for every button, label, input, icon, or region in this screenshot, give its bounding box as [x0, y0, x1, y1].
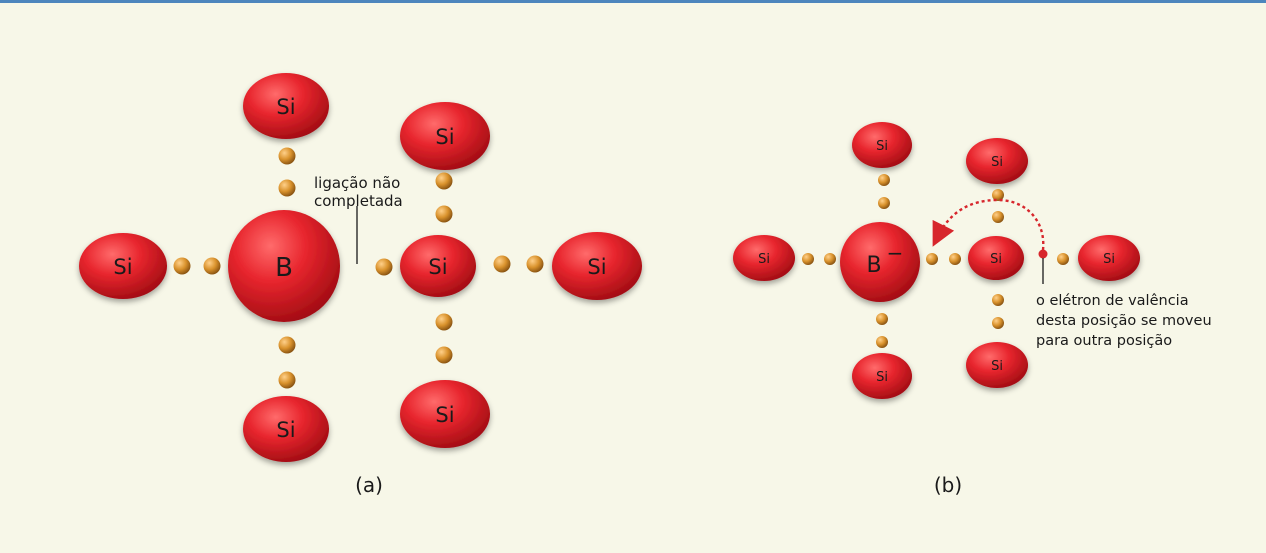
electron	[435, 313, 453, 331]
panel-b: Si Si Si Si Si Si Si B −	[733, 122, 1212, 497]
si-label: Si	[435, 403, 454, 427]
electron	[878, 197, 890, 209]
electron	[203, 257, 221, 275]
si-atom	[968, 236, 1024, 280]
si-label: Si	[876, 370, 888, 385]
electron	[992, 211, 1004, 223]
electron	[876, 336, 888, 348]
electron	[375, 258, 393, 276]
si-label: Si	[435, 125, 454, 149]
si-atom	[966, 138, 1028, 184]
si-label: Si	[991, 155, 1003, 170]
electron	[878, 174, 890, 186]
electron	[435, 172, 453, 190]
electron	[992, 317, 1004, 329]
electron	[949, 253, 961, 265]
si-label: Si	[1103, 252, 1115, 267]
si-label: Si	[990, 252, 1002, 267]
electron-pairs	[802, 174, 1069, 348]
electron-move-arrow	[932, 198, 1045, 251]
electron	[1057, 253, 1069, 265]
si-atom	[552, 232, 642, 300]
caption-a: (a)	[355, 473, 383, 497]
top-rule	[0, 0, 1266, 3]
si-label: Si	[758, 252, 770, 267]
electron	[278, 179, 296, 197]
si-label: Si	[876, 139, 888, 154]
electron	[435, 346, 453, 364]
electron	[278, 336, 296, 354]
electron	[992, 189, 1004, 201]
electron	[824, 253, 836, 265]
si-atom	[243, 396, 329, 462]
si-label: Si	[991, 359, 1003, 374]
electron	[278, 147, 296, 165]
annotation-line: para outra posição	[1036, 333, 1172, 349]
electron-pairs	[173, 147, 544, 389]
boron-ion-atom	[840, 222, 920, 302]
electron	[926, 253, 938, 265]
caption-b: (b)	[934, 473, 962, 497]
si-atom	[400, 102, 490, 170]
annotation-line: desta posição se moveu	[1036, 313, 1212, 329]
boron-atom	[228, 210, 340, 322]
panel-a: Si Si Si Si Si Si Si B	[79, 73, 642, 497]
electron	[876, 313, 888, 325]
electron	[435, 205, 453, 223]
vacancy-dot	[1038, 249, 1048, 259]
si-atom	[400, 380, 490, 448]
annotation-line: o elétron de valência	[1036, 293, 1189, 309]
si-atom	[243, 73, 329, 139]
boron-ion-label: B	[866, 253, 881, 278]
electron	[493, 255, 511, 273]
electron	[173, 257, 191, 275]
si-label: Si	[428, 255, 447, 279]
si-atom	[79, 233, 167, 299]
electron	[526, 255, 544, 273]
electron	[802, 253, 814, 265]
si-label: Si	[276, 418, 295, 442]
electron	[278, 371, 296, 389]
si-label: Si	[113, 255, 132, 279]
si-atom	[400, 235, 476, 297]
si-atom	[852, 353, 912, 399]
si-atom	[1078, 235, 1140, 281]
boron-ion-charge: −	[887, 241, 904, 265]
boron-label: B	[275, 253, 293, 283]
si-atom	[733, 235, 795, 281]
si-label: Si	[587, 255, 606, 279]
si-atom	[852, 122, 912, 168]
electron	[992, 294, 1004, 306]
annotation-line: completada	[314, 192, 403, 210]
annotation-line: ligação não	[314, 174, 400, 192]
si-label: Si	[276, 95, 295, 119]
si-atom	[966, 342, 1028, 388]
